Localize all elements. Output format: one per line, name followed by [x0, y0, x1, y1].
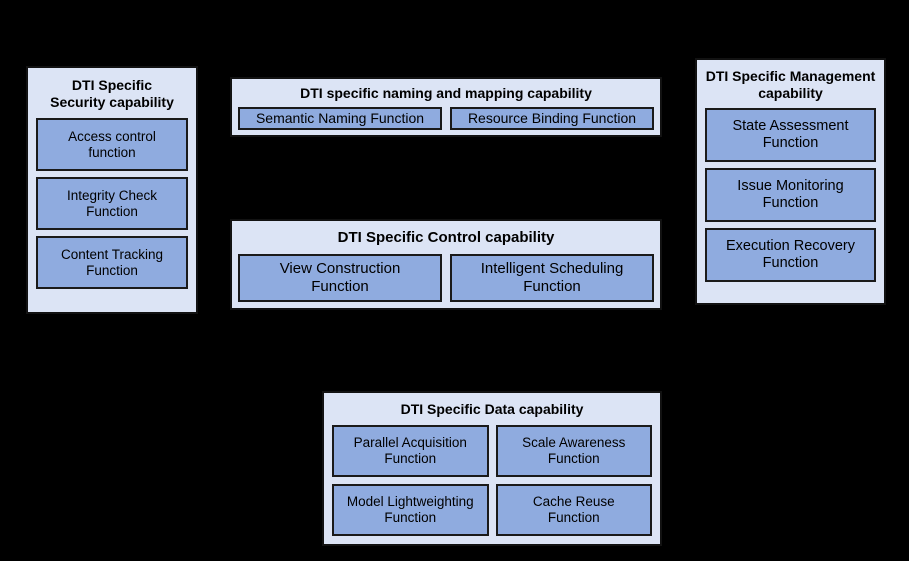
function-list: View Construction Function Intelligent S…: [232, 253, 660, 308]
function-list: Access control function Integrity Check …: [28, 118, 196, 312]
capability-group-title: DTI Specific Management capability: [705, 68, 876, 101]
function-list: State Assessment Function Issue Monitori…: [697, 108, 884, 303]
function-box-execution-recovery[interactable]: Execution Recovery Function: [705, 228, 876, 283]
function-list: Parallel Acquisition Function Scale Awar…: [324, 424, 660, 544]
function-box-parallel-acquisition[interactable]: Parallel Acquisition Function: [332, 424, 489, 477]
function-box-resource-binding[interactable]: Resource Binding Function: [450, 106, 654, 130]
capability-group-title: DTI specific naming and mapping capabili…: [300, 85, 592, 101]
capability-group-control: DTI Specific Control capability View Con…: [230, 219, 662, 310]
function-box-issue-monitoring[interactable]: Issue Monitoring Function: [705, 168, 876, 223]
function-box-access-control[interactable]: Access control function: [36, 118, 188, 172]
capability-group-title: DTI Specific Data capability: [400, 401, 584, 417]
capability-group-data: DTI Specific Data capability Parallel Ac…: [322, 391, 662, 546]
capability-group-management: DTI Specific Management capability State…: [695, 58, 886, 305]
capability-group-title: DTI Specific Security capability: [50, 77, 174, 110]
function-box-state-assessment[interactable]: State Assessment Function: [705, 108, 876, 163]
function-box-cache-reuse[interactable]: Cache Reuse Function: [495, 483, 652, 536]
capability-group-title: DTI Specific Control capability: [337, 229, 555, 246]
function-box-intelligent-scheduling[interactable]: Intelligent Scheduling Function: [450, 253, 654, 302]
function-box-view-construction[interactable]: View Construction Function: [238, 253, 442, 302]
capability-group-security: DTI Specific Security capability Access …: [26, 66, 198, 314]
function-box-scale-awareness[interactable]: Scale Awareness Function: [495, 424, 652, 477]
function-box-integrity-check[interactable]: Integrity Check Function: [36, 177, 188, 231]
function-box-semantic-naming[interactable]: Semantic Naming Function: [238, 106, 442, 130]
capability-group-naming-and-mapping: DTI specific naming and mapping capabili…: [230, 77, 662, 137]
function-box-content-tracking[interactable]: Content Tracking Function: [36, 236, 188, 290]
function-box-model-lightweighting[interactable]: Model Lightweighting Function: [332, 483, 489, 536]
function-list: Semantic Naming Function Resource Bindin…: [232, 106, 660, 135]
